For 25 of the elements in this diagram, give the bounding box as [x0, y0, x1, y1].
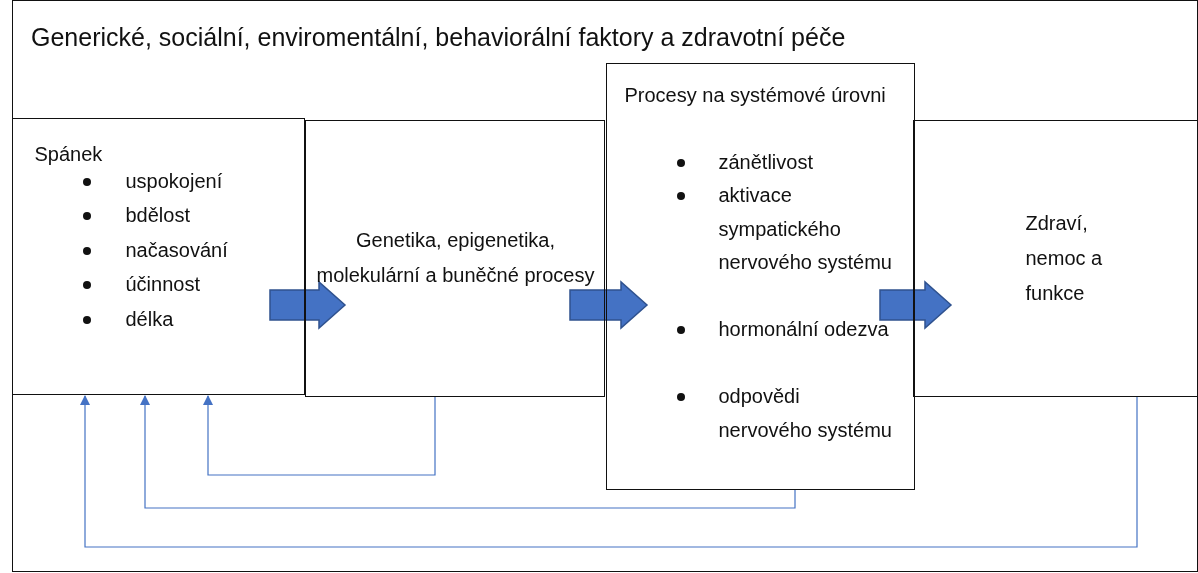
box-heading: Procesy na systémové úrovni — [624, 82, 887, 108]
process-box — [912, 119, 1198, 397]
block-arrow — [568, 279, 648, 330]
feedback-arrow — [202, 394, 436, 476]
outer-frame — [12, 0, 1198, 572]
title: Generické, sociální, enviromentální, behaviorální faktory a zdravotní péče — [31, 23, 846, 52]
list-item: bdělost — [125, 203, 191, 228]
list-item: účinnost — [125, 272, 201, 297]
process-box — [605, 62, 915, 490]
process-box — [304, 119, 605, 397]
list-item: aktivace sympatického nervového systému — [718, 183, 893, 275]
list-item: odpovědi nervového systému — [718, 384, 893, 443]
box-heading: Spánek — [34, 141, 103, 167]
list-item: načasování — [125, 237, 229, 263]
process-box — [11, 117, 305, 395]
box-text: Zdraví, nemoc a funkce — [1025, 210, 1104, 306]
list-item: délka — [125, 306, 175, 332]
list-item: zánětlivost — [718, 149, 814, 175]
feedback-arrow — [79, 394, 1138, 548]
list-item: hormonální odezva — [718, 317, 890, 342]
box-text: Genetika, epigenetika, molekulární a buněčné procesy — [315, 228, 596, 288]
feedback-arrow — [139, 394, 796, 509]
block-arrow — [878, 279, 952, 330]
block-arrow — [268, 279, 346, 330]
list-item: uspokojení — [125, 168, 224, 194]
